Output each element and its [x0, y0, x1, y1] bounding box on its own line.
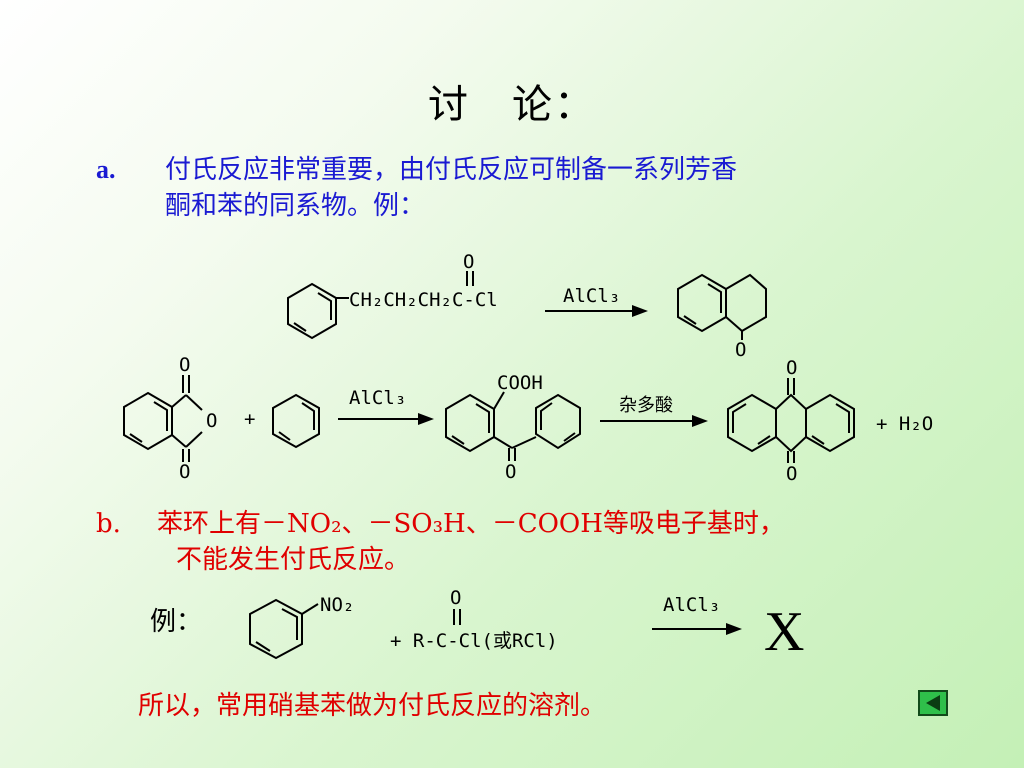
r2-arrow-1	[338, 413, 434, 425]
example-carbonyl-o: O	[450, 587, 461, 609]
r1-catalyst: AlCl₃	[563, 285, 620, 307]
back-button[interactable]	[918, 690, 948, 716]
example-catalyst: AlCl₃	[663, 594, 720, 616]
r1-arrow	[545, 305, 648, 317]
tetralone	[677, 273, 767, 340]
r2-plus-water: + H₂O	[876, 413, 933, 435]
example-no2: NO₂	[320, 594, 354, 616]
r1-carbonyl-o: O	[463, 251, 474, 273]
r2-anhydride-o-bottom: O	[179, 461, 190, 483]
point-a-line1: 付氏反应非常重要，由付氏反应可制备一系列芳香	[165, 155, 738, 185]
nitrobenzene	[249, 598, 319, 660]
point-b-line2: 不能发生付氏反应。	[176, 545, 411, 575]
r2-catalyst: AlCl₃	[349, 387, 406, 409]
r2-catalyst2: 杂多酸	[619, 395, 673, 416]
conclusion-text: 所以，常用硝基苯做为付氏反应的溶剂。	[138, 691, 607, 721]
point-b-line1: 苯环上有－NO₂、－SO₃H、－COOH等吸电子基时，	[157, 509, 785, 539]
r2-aq-o-top: O	[786, 357, 797, 379]
example-arrow	[652, 623, 742, 635]
anthraquinone	[727, 378, 855, 463]
point-a-line2: 酮和苯的同系物。例：	[165, 191, 426, 221]
r1-chain: CH₂CH₂CH₂C-Cl	[349, 289, 498, 311]
r2-ketone-o: O	[505, 461, 516, 483]
r2-aq-o-bottom: O	[786, 463, 797, 485]
no-reaction-mark: X	[764, 601, 805, 663]
example-reagent: + R-C-Cl(或RCl)	[390, 630, 558, 652]
point-a-marker: a.	[96, 155, 116, 184]
phthalic-anhydride	[123, 375, 203, 462]
back-arrow-icon	[926, 695, 940, 711]
r2-anhydride-o-top: O	[179, 354, 190, 376]
benzoylbenzoic-acid	[445, 391, 581, 461]
r2-cooh: COOH	[497, 372, 543, 394]
r1-product-o: O	[735, 339, 746, 361]
slide-title: 讨 论：	[428, 82, 596, 128]
r2-plus: +	[244, 408, 255, 430]
r2-anhydride-o-ring: O	[206, 410, 217, 432]
point-b-marker: b.	[96, 509, 121, 539]
example-label: 例：	[150, 607, 203, 637]
r2-arrow-2	[600, 415, 708, 427]
benzene-ring-r1	[287, 282, 337, 340]
benzene-ring-r2	[272, 393, 320, 449]
